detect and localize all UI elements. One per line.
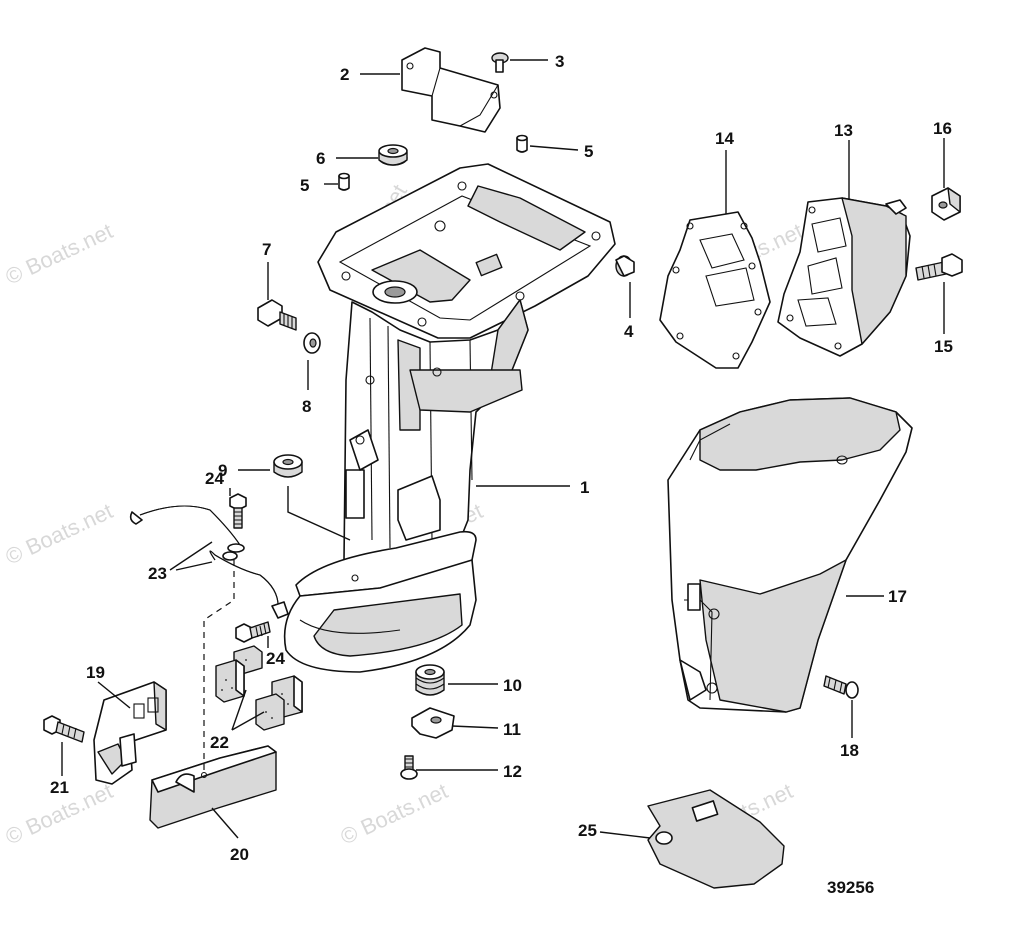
part-16-nut (931, 187, 961, 221)
label-2: 2 (340, 65, 349, 84)
label-10: 10 (503, 676, 522, 695)
watermark-2: © Boats.net (2, 498, 117, 569)
part-20-cover (149, 745, 277, 829)
part-1-driveshaft-housing (283, 163, 616, 673)
part-18-screw (823, 675, 859, 699)
figure-number: 39256 (827, 878, 874, 897)
part-25-plate (647, 789, 785, 889)
label-3: 3 (555, 52, 564, 71)
label-22: 22 (210, 733, 229, 752)
label-1: 1 (580, 478, 589, 497)
label-11: 11 (503, 720, 521, 739)
label-17: 17 (888, 587, 907, 606)
label-4: 4 (624, 322, 634, 341)
part-10-bushing (415, 664, 445, 696)
label-21: 21 (50, 778, 69, 797)
label-15: 15 (934, 337, 953, 356)
part-6-grommet (378, 144, 408, 166)
label-6: 6 (316, 149, 325, 168)
callout-labels: 1 2 3 4 5 5 6 7 8 9 10 11 12 13 14 15 16… (50, 52, 953, 897)
label-8: 8 (302, 397, 311, 416)
part-15-screw (915, 253, 963, 281)
label-19: 19 (86, 663, 105, 682)
part-11-clip (411, 707, 455, 739)
part-5-pin-upper (516, 134, 528, 153)
part-14-gasket (659, 211, 771, 369)
label-14: 14 (715, 129, 734, 148)
part-3-screw (491, 52, 509, 73)
part-24-screw-upper (229, 493, 247, 529)
part-9-plug (273, 454, 303, 478)
part-12-screw (400, 755, 418, 780)
leader-lines (61, 59, 945, 839)
label-5-upper: 5 (584, 142, 593, 161)
part-24-screw-lower (235, 621, 271, 643)
label-18: 18 (840, 741, 859, 760)
label-25: 25 (578, 821, 597, 840)
label-12: 12 (503, 762, 522, 781)
dashed-alignment-line (203, 560, 235, 775)
part-5-pin-lower (338, 172, 350, 191)
part-21-screw (43, 715, 85, 743)
label-5-lower: 5 (300, 176, 309, 195)
part-23-ground-wires (129, 505, 289, 619)
watermark-5: © Boats.net (337, 778, 452, 849)
part-8-washer (303, 332, 321, 354)
part-2-bracket (401, 47, 501, 133)
part-4-plug (615, 255, 635, 277)
watermark-1: © Boats.net (2, 218, 117, 289)
label-16: 16 (933, 119, 952, 138)
label-23: 23 (148, 564, 167, 583)
label-20: 20 (230, 845, 249, 864)
part-13-adapter (777, 197, 911, 357)
part-22-foam-pads (215, 645, 303, 731)
label-9: 9 (218, 461, 227, 480)
part-19-clamp-bracket (93, 681, 167, 785)
label-7: 7 (262, 240, 271, 259)
label-13: 13 (834, 121, 853, 140)
label-24-lower: 24 (266, 649, 285, 668)
label-24-upper: 24 (205, 469, 224, 488)
part-17-lower-cowl (667, 397, 913, 713)
part-7-bolt (257, 299, 297, 331)
